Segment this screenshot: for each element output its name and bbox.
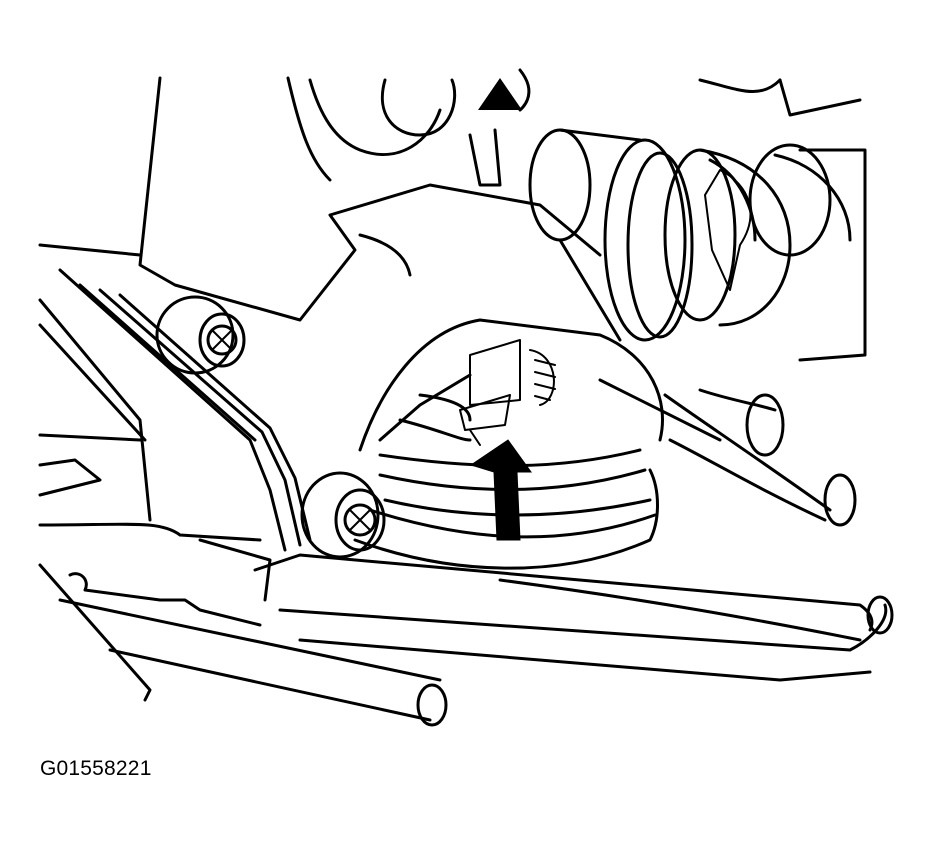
connector-upper bbox=[155, 295, 246, 375]
upper-housing bbox=[138, 68, 867, 362]
arrow-icon bbox=[469, 439, 532, 541]
lower-frame bbox=[38, 522, 894, 727]
connector-lower bbox=[300, 471, 386, 559]
boot-assembly bbox=[528, 128, 832, 342]
right-tubes bbox=[598, 378, 857, 527]
mounting-bracket bbox=[38, 243, 312, 552]
figure-id-label: G01558221 bbox=[40, 757, 152, 780]
